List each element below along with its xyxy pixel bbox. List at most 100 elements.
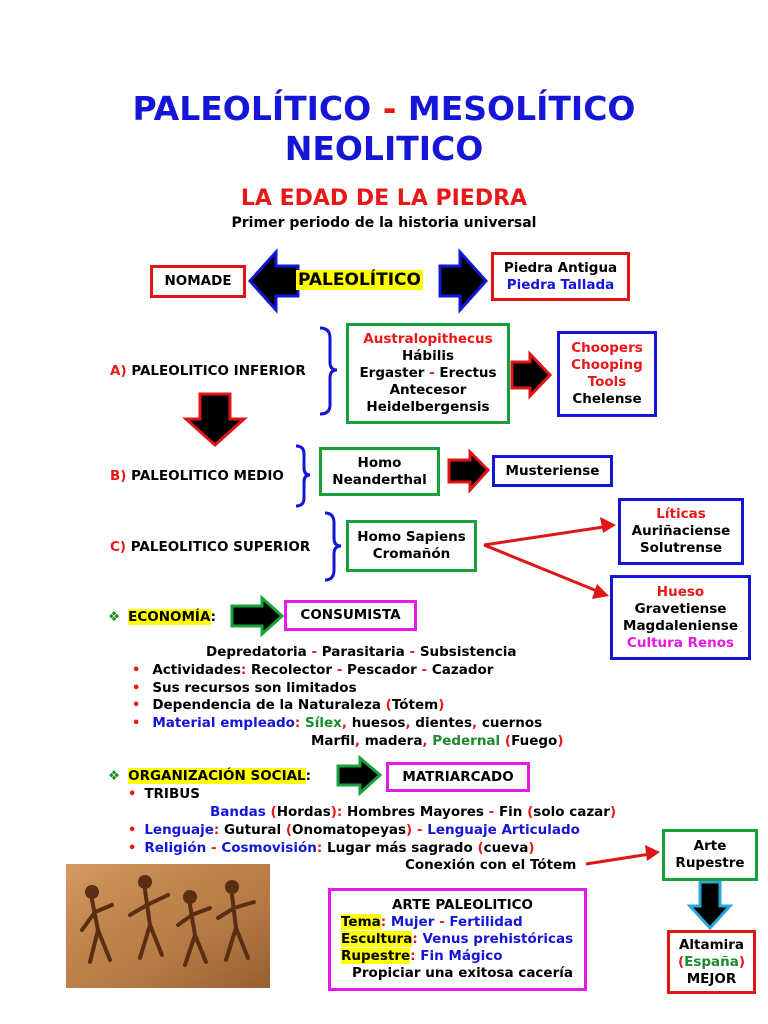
organizacion-colon: : <box>305 768 312 784</box>
economia-label: ECONOMÍA <box>128 609 211 625</box>
arte-text: Arte <box>693 838 727 854</box>
altamira-text: Altamira <box>678 936 745 953</box>
arte-paleolitico-title: ARTE PALEOLITICO <box>391 897 533 913</box>
musteriense-box: Musteriense <box>492 455 613 487</box>
musteriense-text: Musteriense <box>505 462 600 479</box>
inferior-letter: A) <box>110 363 127 379</box>
organizacion-tribus: •TRIBUS <box>128 786 200 802</box>
inferior-label: A) PALEOLITICO INFERIOR <box>110 363 306 379</box>
title-mesolitico: MESOLÍTICO <box>407 89 636 128</box>
tool-chelense: Chelense <box>572 391 642 407</box>
economia-recursos: •Sus recursos son limitados <box>132 680 357 696</box>
brace-superior <box>324 511 342 582</box>
arrow-head-liticas <box>600 517 616 533</box>
arrow-down-red <box>182 392 248 448</box>
arte-rupestre: Rupestre: Fin Mágico <box>341 948 503 964</box>
arrow-right-blue <box>438 248 489 314</box>
medio-homo: Homo <box>357 454 402 471</box>
arrow-down-arte <box>686 880 734 931</box>
organizacion-bullet-icon: ❖ <box>108 768 121 784</box>
arte-tema: Tema: Mujer - Fertilidad <box>341 914 523 930</box>
organizacion-label: ORGANIZACIÓN SOCIAL <box>128 768 306 784</box>
economia-line1: Depredatoria - Parasitaria - Subsistenci… <box>206 644 517 660</box>
medio-species-box: Homo Neanderthal <box>319 447 440 496</box>
matriarcado-box: MATRIARCADO <box>386 762 530 792</box>
altamira-box: Altamira (España) MEJOR <box>667 930 756 994</box>
medio-neanderthal: Neanderthal <box>332 471 427 488</box>
piedra-antigua: Piedra Antigua <box>503 259 618 276</box>
arte-paleolitico-box: ARTE PALEOLITICO Tema: Mujer - Fertilida… <box>328 888 587 991</box>
consumista-text: CONSUMISTA <box>300 607 401 623</box>
inferior-tools-box: Choopers Chooping Tools Chelense <box>557 331 657 417</box>
superior-species-box: Homo Sapiens Cromañón <box>346 520 477 572</box>
nomade-box: NOMADE <box>150 265 246 298</box>
brace-medio <box>295 444 311 508</box>
species-australopithecus: Australopithecus <box>363 331 493 347</box>
hueso-gravetiense: Gravetiense <box>634 600 727 617</box>
medio-text: PALEOLITICO MEDIO <box>131 468 284 484</box>
arrow-right-inferior <box>510 350 553 400</box>
superior-text: PALEOLITICO SUPERIOR <box>130 539 311 555</box>
arrow-line-conexion <box>585 852 651 866</box>
economia-colon: : <box>210 609 217 625</box>
liticas-box: Líticas Auriñaciense Solutrense <box>618 498 744 565</box>
economia-material-2: Marfil, madera, Pedernal (Fuego) <box>311 733 564 749</box>
tool-chooping: Chooping <box>571 357 643 373</box>
subtitle-2: Primer periodo de la historia universal <box>231 215 537 231</box>
superior-homo-sapiens: Homo Sapiens <box>357 529 466 545</box>
organizacion-lenguaje: •Lenguaje: Gutural (Onomatopeyas) - Leng… <box>128 822 580 838</box>
organizacion-bandas: Bandas (Hordas): Hombres Mayores - Fin (… <box>210 804 617 820</box>
inferior-species-box: Australopithecus Hábilis Ergaster - Erec… <box>346 323 510 424</box>
cave-painting-image <box>66 864 270 988</box>
superior-label: C) PALEOLITICO SUPERIOR <box>110 539 310 555</box>
arrow-head-hueso <box>592 584 609 599</box>
species-antecesor: Antecesor <box>389 382 467 398</box>
subtitle: LA EDAD DE LA PIEDRA <box>240 186 528 211</box>
arrow-head-conexion <box>645 845 660 861</box>
arrow-right-organizacion <box>336 754 383 797</box>
organizacion-heading: ❖ ORGANIZACIÓN SOCIAL: <box>108 768 311 785</box>
economia-dependencia: •Dependencia de la Naturaleza (Tótem) <box>132 697 445 713</box>
arte-propiciar: Propiciar una exitosa cacería <box>352 965 573 981</box>
organizacion-religion: •Religión - Cosmovisión: Lugar más sagra… <box>128 840 535 856</box>
organizacion-conexion: Conexión con el Tótem <box>405 857 577 873</box>
tool-tools: Tools <box>587 374 627 390</box>
arrow-right-medio <box>447 448 491 494</box>
economia-heading: ❖ ECONOMÍA: <box>108 609 216 626</box>
medio-label: B) PALEOLITICO MEDIO <box>110 468 284 484</box>
arrow-line-liticas <box>483 524 611 547</box>
inferior-text: PALEOLITICO INFERIOR <box>131 363 306 379</box>
arrow-line-hueso <box>483 543 603 595</box>
paleolitico-label: PALEOLÍTICO <box>296 270 423 290</box>
superior-cromanon: Cromañón <box>372 546 451 562</box>
piedra-tallada: Piedra Tallada <box>506 276 615 293</box>
title-neolitico: NEOLITICO <box>284 129 484 168</box>
mejor-text: MEJOR <box>686 970 737 987</box>
species-habilis: Hábilis <box>402 348 454 364</box>
species-heidelbergensis: Heidelbergensis <box>366 399 490 415</box>
brace-inferior <box>319 326 338 416</box>
arrow-right-economia <box>230 594 285 638</box>
arte-escultura: Escultura: Venus prehistóricas <box>341 931 574 947</box>
consumista-box: CONSUMISTA <box>284 600 417 631</box>
nomade-text: NOMADE <box>164 273 232 289</box>
matriarcado-text: MATRIARCADO <box>402 768 514 785</box>
liticas-title: Líticas <box>656 506 706 522</box>
superior-letter: C) <box>110 539 127 555</box>
piedra-box: Piedra Antigua Piedra Tallada <box>491 252 630 301</box>
page-title: PALEOLÍTICO - MESOLÍTICO <box>0 90 768 128</box>
economia-actividades: •Actividades: Recolector - Pescador - Ca… <box>132 662 494 678</box>
rupestre-text: Rupestre <box>675 855 745 871</box>
hueso-cultura-renos: Cultura Renos <box>626 634 735 651</box>
economia-bullet-icon: ❖ <box>108 609 121 625</box>
medio-letter: B) <box>110 468 127 484</box>
title-separator: - <box>382 89 397 128</box>
species-ergaster-erectus: Ergaster - Erectus <box>359 365 497 381</box>
espana-text: (España) <box>677 953 746 970</box>
title-paleolitico: PALEOLÍTICO <box>132 89 372 128</box>
economia-material: •Material empleado: Sílex, huesos, dient… <box>132 715 543 731</box>
hueso-magdaleniense: Magdaleniense <box>623 617 738 634</box>
arte-rupestre-box: Arte Rupestre <box>662 829 758 881</box>
liticas-solutrense: Solutrense <box>639 540 723 556</box>
